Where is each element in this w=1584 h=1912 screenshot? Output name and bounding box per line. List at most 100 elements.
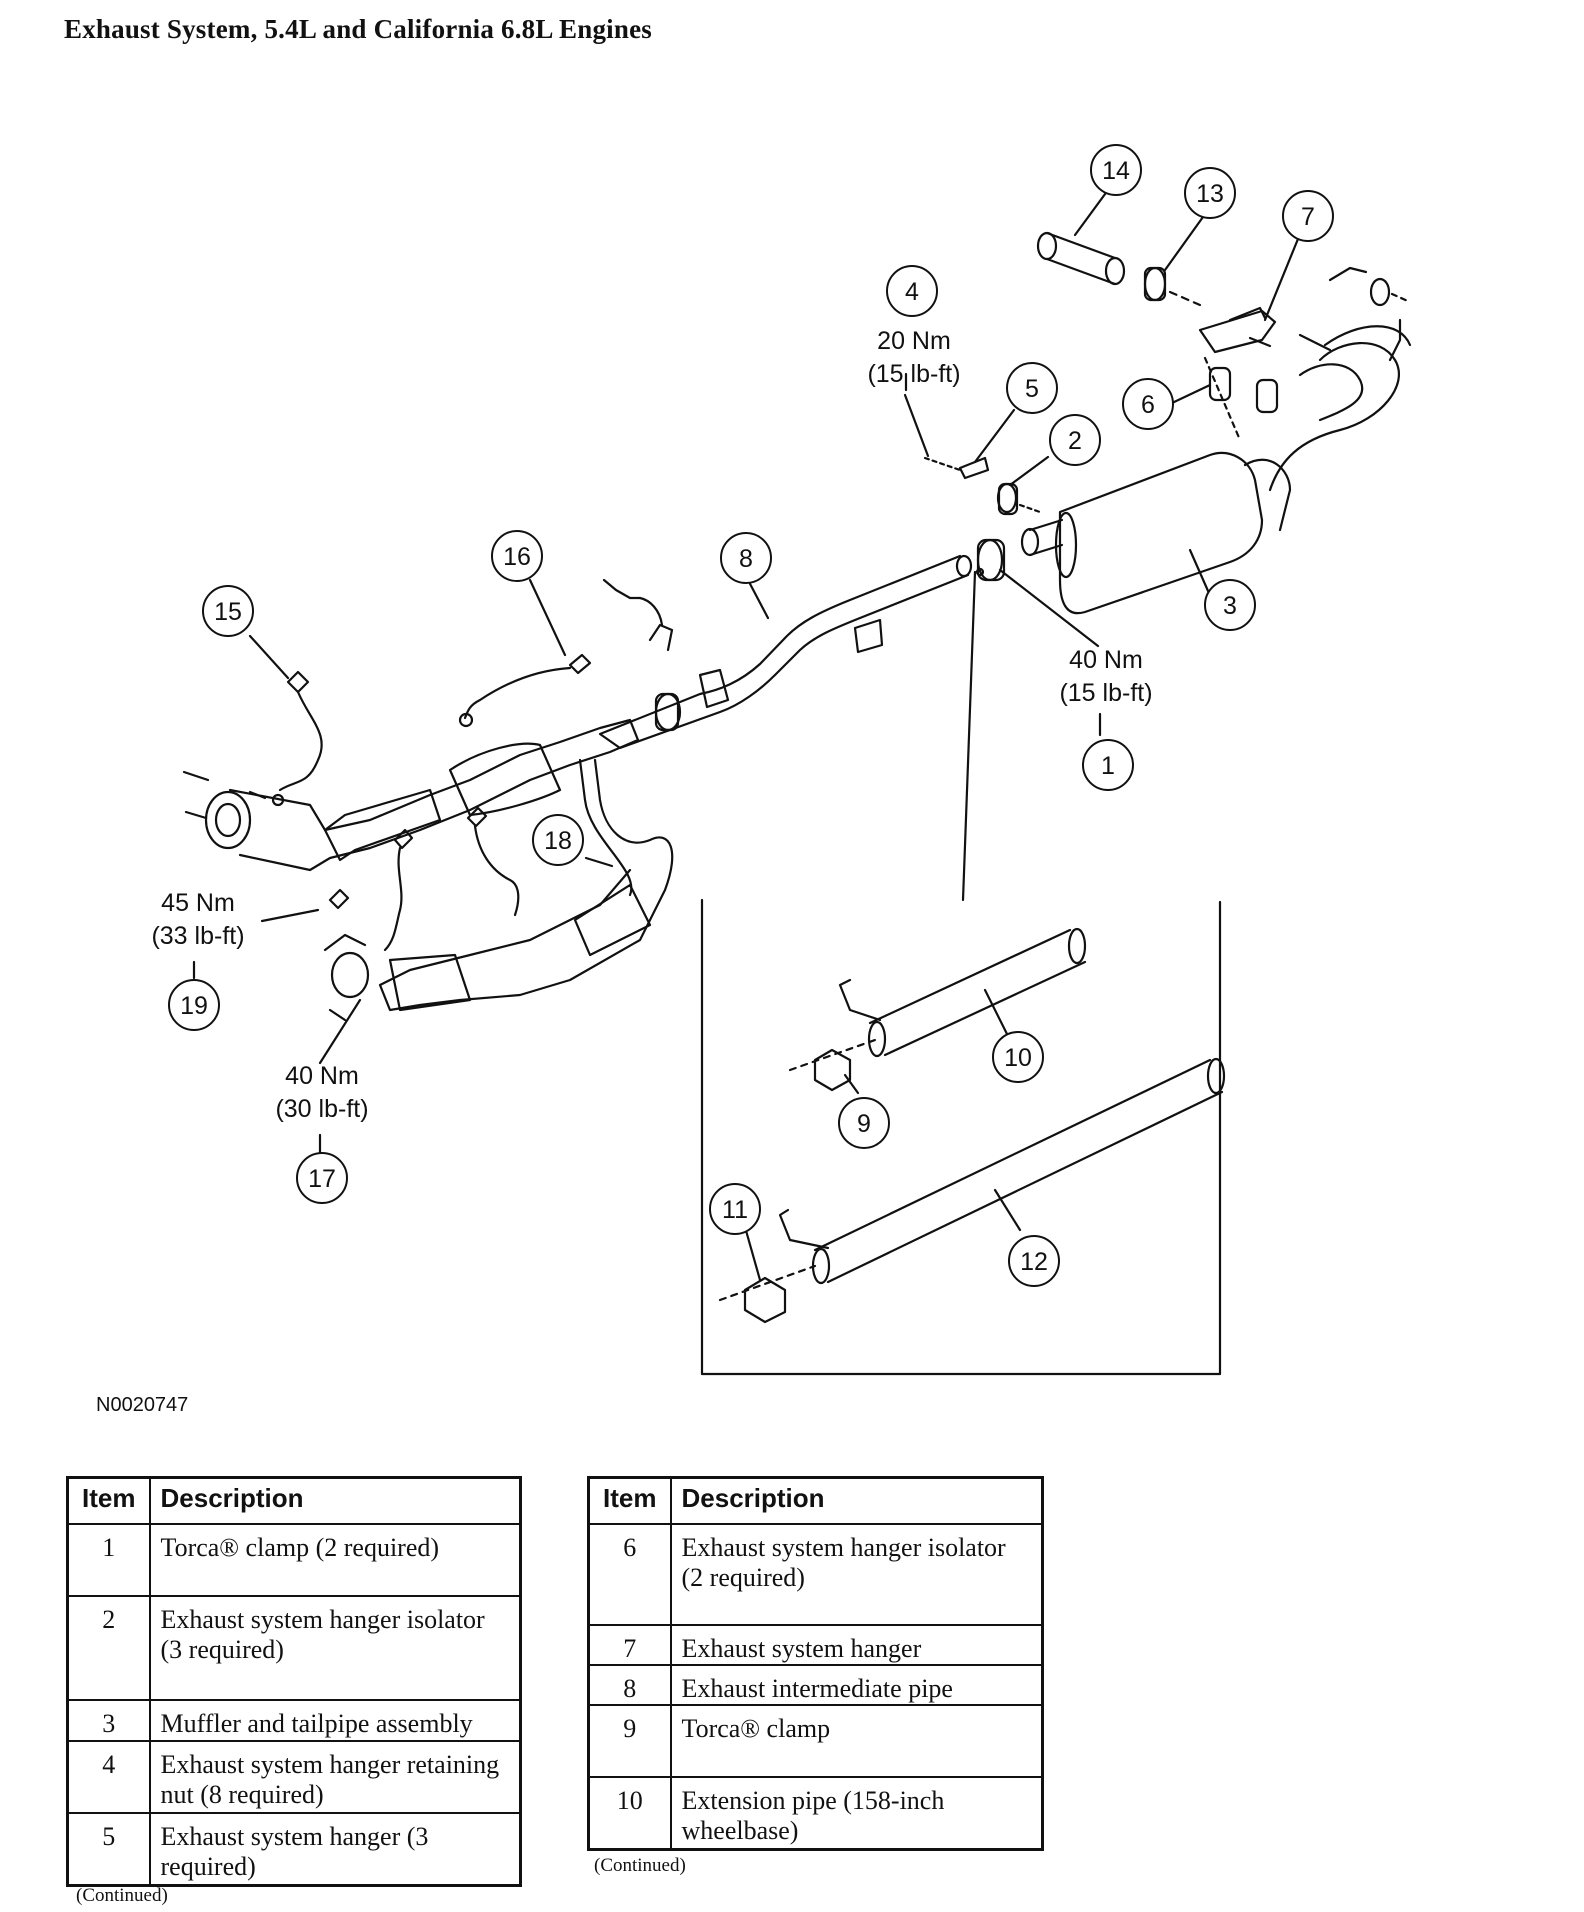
callout-number: 13: [1196, 180, 1224, 208]
table-row: 1 Torca® clamp (2 required): [66, 1523, 522, 1597]
table-row: 4 Exhaust system hanger retaining nut (8…: [66, 1740, 522, 1814]
extension-pipe-12: [778, 1057, 1226, 1285]
muffler: [1020, 451, 1292, 615]
table-header-row: Item Description: [587, 1476, 1044, 1525]
table-row: 7 Exhaust system hanger: [587, 1624, 1044, 1666]
torque-spec: 20 Nm: [877, 327, 951, 355]
table-row: 3 Muffler and tailpipe assembly: [66, 1699, 522, 1742]
item-number: 1: [66, 1523, 151, 1597]
callout-8: 8: [720, 532, 772, 584]
hanger-isolator-6: [1203, 356, 1279, 442]
item-description: Extension pipe (158-inch wheelbase): [669, 1776, 1044, 1850]
callout-number: 1: [1101, 752, 1115, 780]
torque-spec: (15 lb-ft): [1059, 679, 1152, 707]
callout-2: 2: [1049, 414, 1101, 466]
callout-9: 9: [838, 1097, 890, 1149]
callout-18: 18: [532, 814, 584, 866]
item-number: 2: [66, 1595, 151, 1701]
callout-19: 19 45 Nm (33 lb-ft): [151, 889, 245, 1031]
callout-10: 10: [992, 1031, 1044, 1083]
callout-number: 8: [739, 545, 753, 573]
header-item: Item: [587, 1476, 672, 1525]
callout-number: 15: [214, 598, 242, 626]
callout-11: 11: [709, 1183, 761, 1235]
item-number: 3: [66, 1699, 151, 1742]
callout-number: 2: [1068, 427, 1082, 455]
item-number: 6: [587, 1523, 672, 1626]
torque-spec: 40 Nm: [285, 1062, 359, 1090]
callout-number: 3: [1223, 592, 1237, 620]
callout-number: 4: [905, 278, 919, 306]
torque-spec: 40 Nm: [1069, 646, 1143, 674]
torque-spec: (15 lb-ft): [867, 360, 960, 388]
item-description: Exhaust system hanger retaining nut (8 r…: [148, 1740, 522, 1814]
table-row: 6 Exhaust system hanger isolator (2 requ…: [587, 1523, 1044, 1626]
callout-number: 7: [1301, 203, 1315, 231]
callout-number: 16: [503, 543, 531, 571]
hanger-isolator-13: [1143, 266, 1202, 307]
callout-6: 6: [1122, 378, 1174, 430]
callout-14: 14: [1090, 144, 1142, 196]
callout-5: 5: [1006, 362, 1058, 414]
callout-number: 10: [1004, 1044, 1032, 1072]
torque-spec: (33 lb-ft): [151, 922, 244, 950]
callout-number: 19: [180, 992, 208, 1020]
table-row: 8 Exhaust intermediate pipe: [587, 1664, 1044, 1706]
continued-note-left: (Continued): [76, 1885, 168, 1906]
parts-table-left: Item Description 1 Torca® clamp (2 requi…: [66, 1476, 522, 1887]
item-number: 10: [587, 1776, 672, 1850]
torque-spec: (30 lb-ft): [275, 1095, 368, 1123]
callout-15: 15: [202, 585, 254, 637]
callout-number: 6: [1141, 391, 1155, 419]
callout-7: 7: [1282, 190, 1334, 242]
item-description: Exhaust system hanger isolator (2 requir…: [669, 1523, 1044, 1626]
callout-number: 17: [308, 1165, 336, 1193]
parts-table-right: Item Description 6 Exhaust system hanger…: [587, 1476, 1044, 1851]
continued-note-right: (Continued): [594, 1855, 686, 1876]
rear-hanger-bolt: [1328, 266, 1412, 307]
callout-12: 12: [1008, 1235, 1060, 1287]
extension-pipe-10: [838, 927, 1087, 1058]
inset-frame: [700, 898, 1222, 1376]
callout-number: 11: [722, 1196, 748, 1224]
figure-id: N0020747: [96, 1394, 189, 1416]
table-header-row: Item Description: [66, 1476, 522, 1525]
hanger-5-isolator-2: [923, 456, 1042, 516]
item-number: 5: [66, 1812, 151, 1886]
callout-3: 3: [1204, 579, 1256, 631]
table-row: 2 Exhaust system hanger isolator (3 requ…: [66, 1595, 522, 1701]
tailpipe-bend: [1268, 318, 1412, 492]
table-row: 5 Exhaust system hanger (3 required): [66, 1812, 522, 1886]
torca-clamp-11: [718, 1264, 817, 1324]
item-number: 8: [587, 1664, 672, 1706]
callout-number: 18: [544, 827, 572, 855]
callout-number: 12: [1020, 1248, 1048, 1276]
table-row: 9 Torca® clamp: [587, 1704, 1044, 1778]
tailpipe-tip: [1036, 231, 1126, 286]
callout-layer: 1 40 Nm (15 lb-ft) 2 3 4 20 Nm (15 lb-ft) 5 6 7 8 9 1…: [151, 144, 1334, 1287]
item-number: 9: [587, 1704, 672, 1778]
torca-clamp-9: [788, 1038, 877, 1092]
torque-spec: 45 Nm: [161, 889, 235, 917]
item-description: Exhaust system hanger isolator (3 requir…: [148, 1595, 522, 1701]
callout-13: 13: [1184, 167, 1236, 219]
y-pipe-rear-catalyst: [323, 758, 674, 1022]
table-row: 10 Extension pipe (158-inch wheelbase): [587, 1776, 1044, 1850]
item-description: Exhaust intermediate pipe: [669, 1664, 1044, 1706]
item-description: Muffler and tailpipe assembly: [148, 1699, 522, 1742]
torca-clamp-front: [648, 623, 730, 732]
item-description: Torca® clamp: [669, 1704, 1044, 1778]
header-description: Description: [148, 1476, 522, 1525]
item-number: 7: [587, 1624, 672, 1666]
callout-number: 14: [1102, 157, 1130, 185]
front-catalytic-converter: [182, 718, 640, 872]
page-title: Exhaust System, 5.4L and California 6.8L…: [64, 14, 652, 44]
header-description: Description: [669, 1476, 1044, 1525]
callout-16: 16: [491, 530, 543, 582]
intermediate-pipe: [598, 554, 973, 750]
header-item: Item: [66, 1476, 151, 1525]
torca-clamp-1: [975, 538, 1006, 582]
callout-number: 5: [1025, 375, 1039, 403]
oxygen-sensor-15: [271, 670, 323, 807]
oxygen-sensor-rear: [602, 578, 664, 627]
